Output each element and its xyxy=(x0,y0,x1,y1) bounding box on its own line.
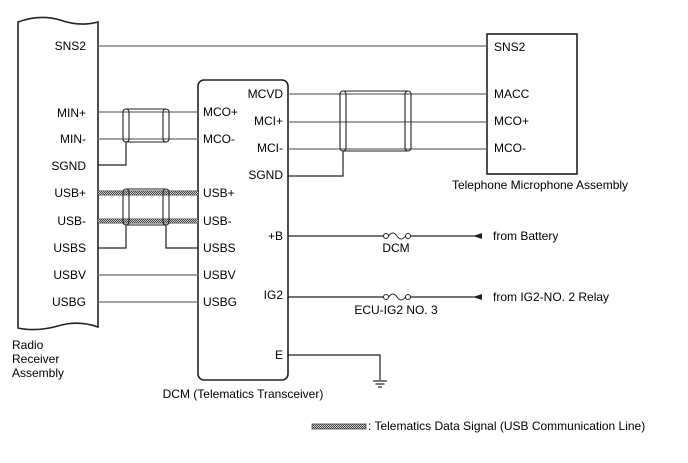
radio-pin-usbv: USBV xyxy=(53,268,86,282)
arrow-ig2-icon xyxy=(473,294,482,300)
shield-min-pair xyxy=(122,108,170,143)
fuse-dcm-icon xyxy=(383,232,411,240)
dcm-pin-usbg: USBG xyxy=(203,295,237,309)
legend-usb-line-swatch xyxy=(311,423,367,430)
mic-pin-macc: MACC xyxy=(494,87,530,101)
mic-pin-mco-plus: MCO+ xyxy=(494,114,529,128)
fuse-dcm-label: DCM xyxy=(382,241,409,255)
radio-pin-sns2: SNS2 xyxy=(55,39,87,53)
radio-pin-usbs: USBS xyxy=(53,241,86,255)
radio-receiver-name-line-3: Assembly xyxy=(12,366,64,380)
radio-receiver-outline xyxy=(17,16,99,331)
ground-icon xyxy=(373,380,387,388)
wire-radio-sgnd xyxy=(98,142,127,166)
dcm-pin-e: E xyxy=(275,348,283,362)
dcm-pin-usb-plus: USB+ xyxy=(203,186,235,200)
wire-ground-e xyxy=(288,354,381,380)
dcm-pin-mcvd: MCVD xyxy=(248,87,284,101)
dcm-outline xyxy=(197,79,289,381)
radio-pin-min-minus: MIN- xyxy=(60,132,86,146)
dcm-pin-usb-minus: USB- xyxy=(203,214,232,228)
radio-pin-usb-minus: USB- xyxy=(57,214,86,228)
fuse-ecu-ig2-icon xyxy=(383,293,411,301)
radio-receiver-block xyxy=(17,16,99,331)
radio-pin-min-plus: MIN+ xyxy=(57,106,86,120)
dcm-pin-ig2: IG2 xyxy=(264,288,284,302)
wire-radio-usbs xyxy=(98,225,127,249)
arrow-battery-icon xyxy=(473,233,482,239)
fuse-ecu-ig2-label: ECU-IG2 NO. 3 xyxy=(354,303,438,317)
dcm-pin-mco-minus: MCO- xyxy=(203,132,235,146)
dcm-pin-usbv: USBV xyxy=(203,268,236,282)
radio-receiver-name-line-1: Radio xyxy=(12,338,44,352)
dcm-name: DCM (Telematics Transceiver) xyxy=(163,387,324,401)
dcm-pin-mci-minus: MCI- xyxy=(257,141,283,155)
battery-source-label: from Battery xyxy=(493,229,558,243)
radio-pin-usb-plus: USB+ xyxy=(54,186,86,200)
dcm-pin-usbs: USBS xyxy=(203,241,236,255)
dcm-pin-sgnd: SGND xyxy=(248,168,283,182)
telephone-mic-outline xyxy=(486,33,578,175)
dcm-pin-mci-plus: MCI+ xyxy=(254,114,283,128)
telephone-mic-name: Telephone Microphone Assembly xyxy=(452,178,628,192)
dcm-pin-plus-b: +B xyxy=(268,229,283,243)
radio-pin-usbg: USBG xyxy=(52,295,86,309)
dcm-pin-mco-plus: MCO+ xyxy=(203,105,238,119)
mic-pin-mco-minus: MCO- xyxy=(494,141,526,155)
mic-pin-sns2: SNS2 xyxy=(494,40,526,54)
ig2-source-label: from IG2-NO. 2 Relay xyxy=(493,290,609,304)
shield-mic-triple xyxy=(339,90,412,152)
radio-pin-sgnd: SGND xyxy=(51,159,86,173)
legend-usb-line-text: : Telematics Data Signal (USB Communicat… xyxy=(368,419,645,433)
radio-receiver-name-line-2: Receiver xyxy=(12,352,59,366)
wire-dcm-usbs xyxy=(165,225,198,249)
wire-dcm-sgnd xyxy=(288,151,344,177)
